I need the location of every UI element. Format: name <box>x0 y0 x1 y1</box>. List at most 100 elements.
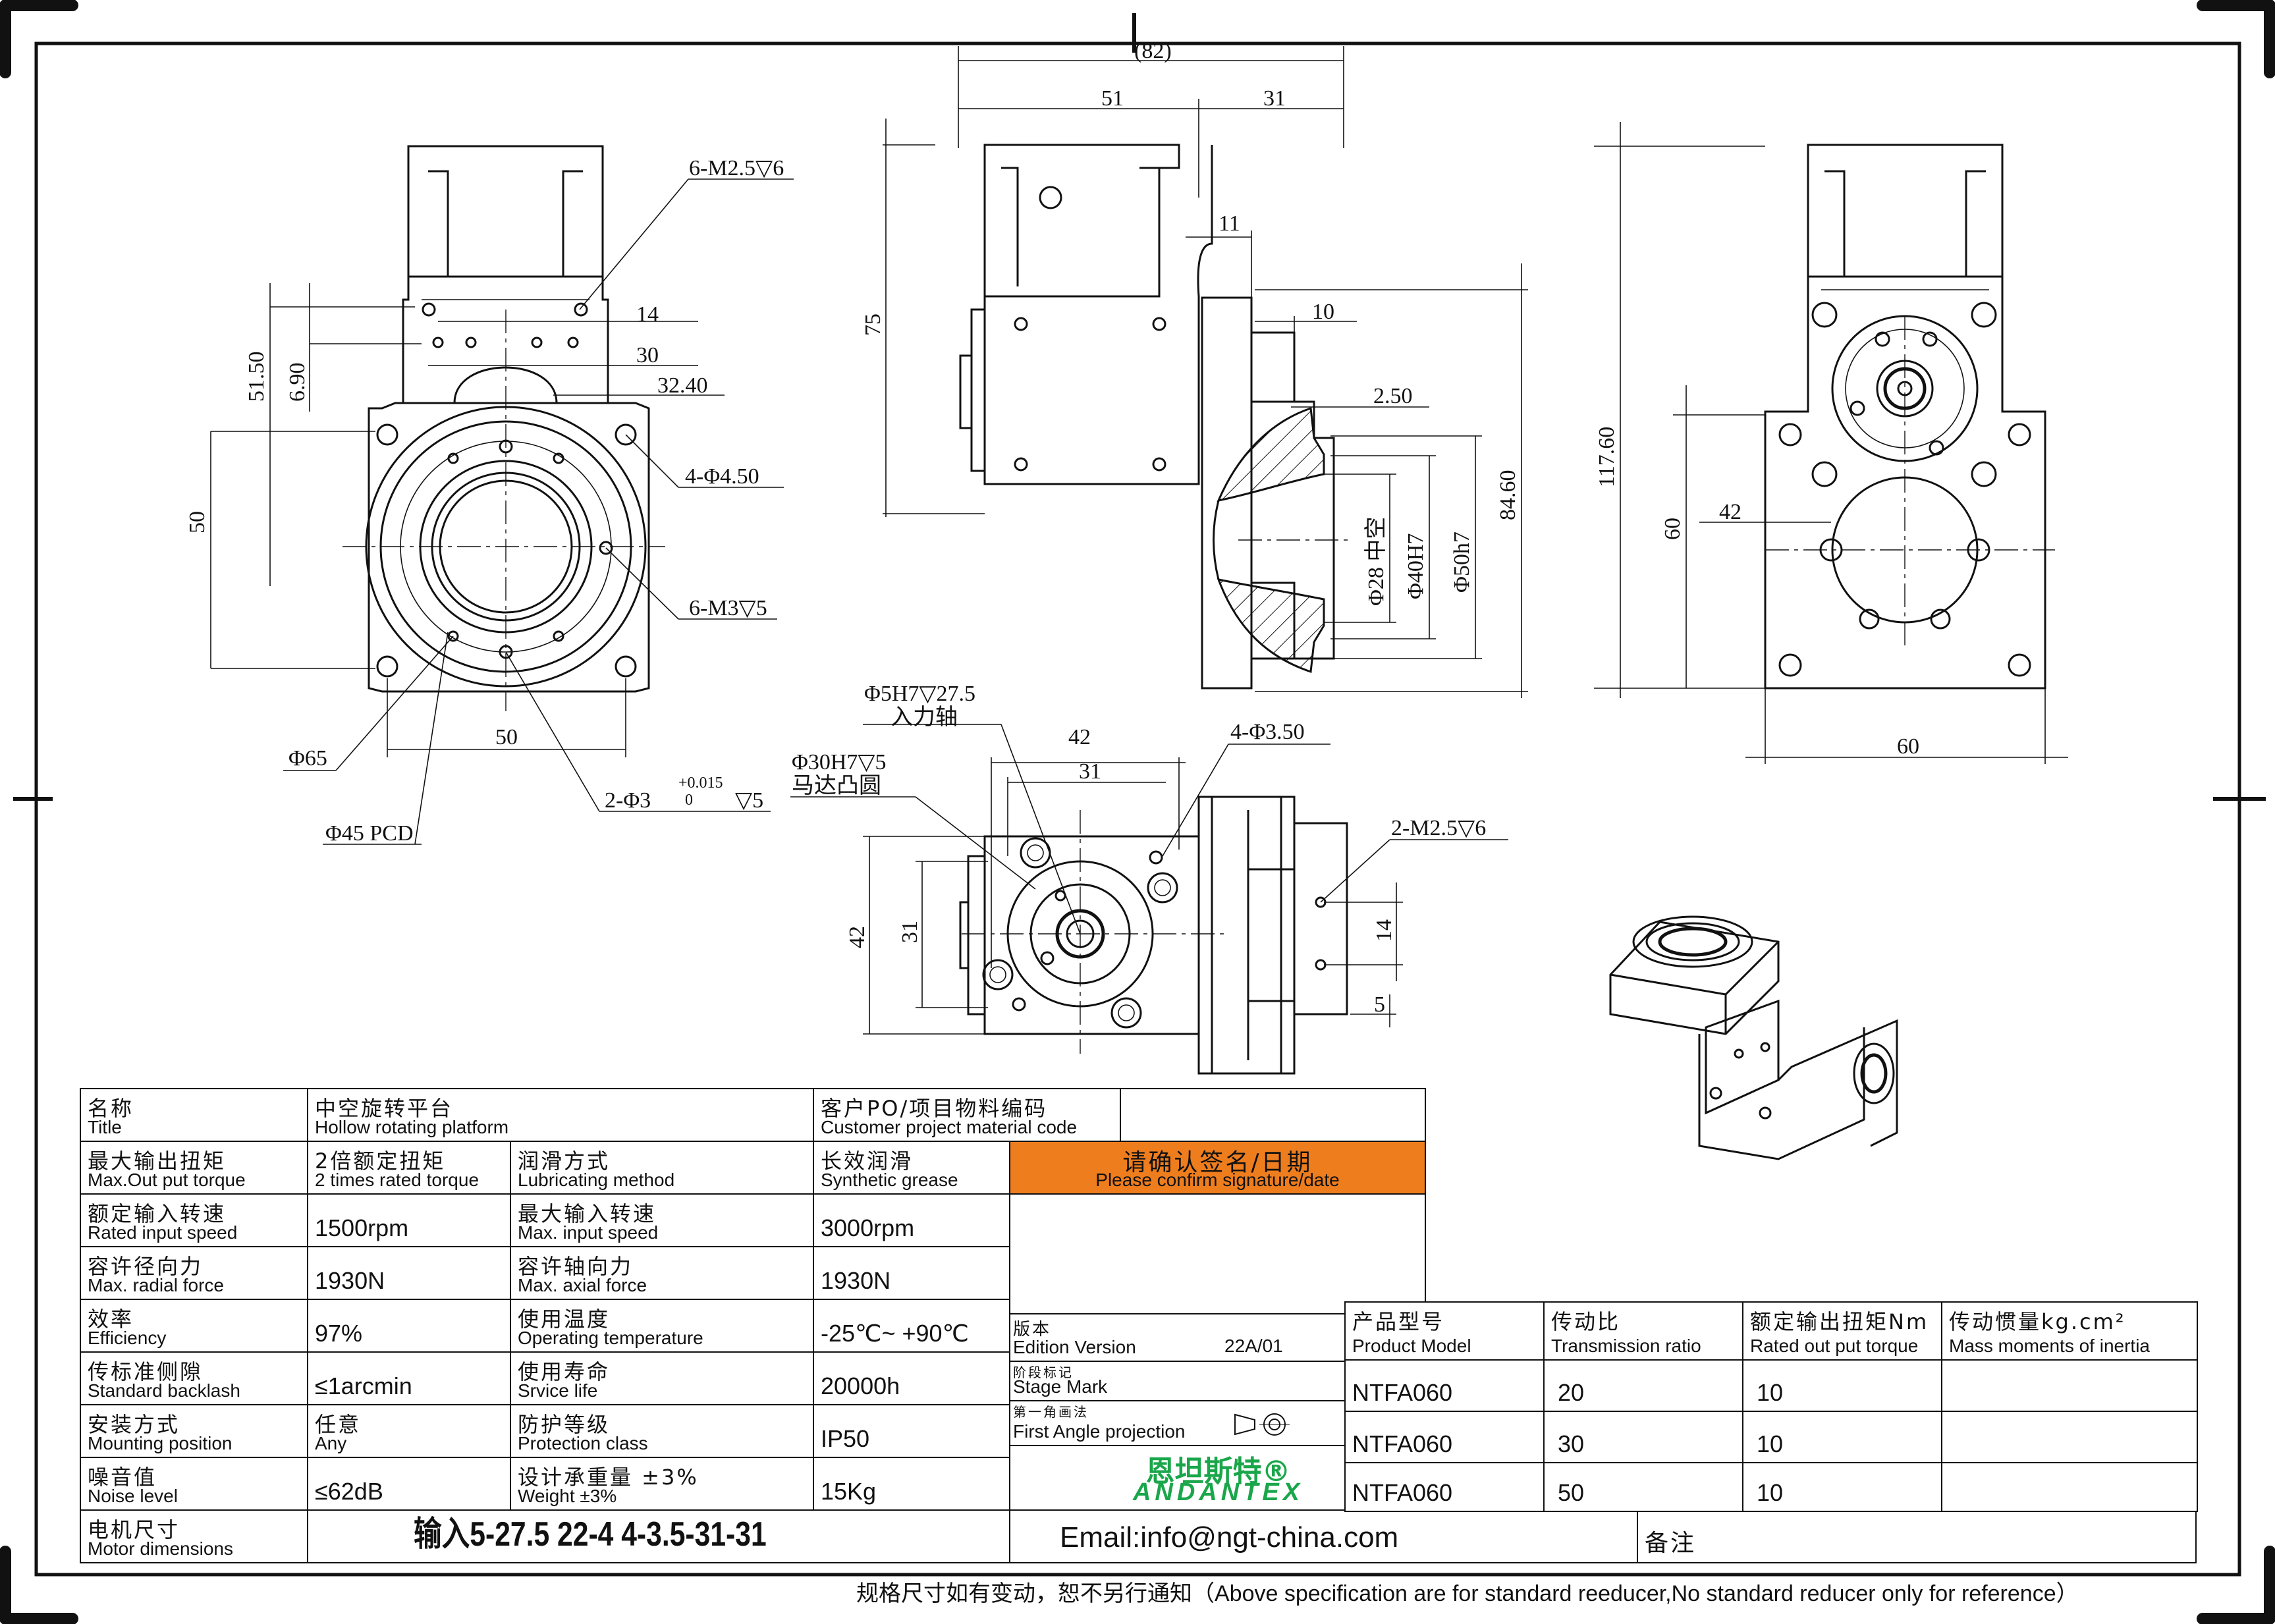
dim-14: 14 <box>636 302 659 327</box>
dim-31: 31 <box>1263 86 1286 111</box>
callout-shaft: Φ5H7▽27.5 <box>864 682 975 706</box>
dim-42-left: 42 <box>845 926 869 948</box>
header-en: Transmission ratio <box>1551 1336 1701 1356</box>
dim-28: Φ28 中空 <box>1363 517 1388 606</box>
header-cn: 传动惯量kg.cm² <box>1949 1309 2126 1334</box>
lubrication-en: Lubricating method <box>518 1170 675 1190</box>
life-cn: 使用寿命 <box>518 1359 611 1384</box>
max-torque-value-cn: 2倍额定扭矩 <box>315 1149 446 1174</box>
weight-cn: 设计承重量 ±3% <box>518 1465 699 1490</box>
mounting-value-cell: 任意 Any <box>307 1404 511 1458</box>
customer-label-cn: 客户PO/项目物料编码 <box>821 1096 1048 1121</box>
header-cn: 额定输出扭矩Nm <box>1750 1309 1929 1334</box>
callout-boss-cn: 马达凸圆 <box>792 774 881 798</box>
protection-en: Protection class <box>518 1433 648 1453</box>
backlash-en: Standard backlash <box>88 1380 240 1401</box>
notes-cell: 备注 <box>1637 1509 2197 1563</box>
weight-en: Weight ±3% <box>518 1486 617 1506</box>
mounting-value-en: Any <box>315 1433 347 1453</box>
stage-cn: 阶段标记 <box>1013 1365 1074 1380</box>
callout-boss: Φ30H7▽5 <box>792 750 887 774</box>
product-table-cell: 10 <box>1742 1359 1942 1412</box>
motor-label-cell: 电机尺寸 Motor dimensions <box>80 1509 308 1563</box>
cell-value: NTFA060 <box>1352 1430 1453 1457</box>
temperature-value: -25℃~ +90℃ <box>821 1320 969 1347</box>
dim-31-top: 31 <box>1079 759 1101 784</box>
lubrication-cn: 润滑方式 <box>518 1149 611 1174</box>
noise-value-cell: ≤62dB <box>307 1457 511 1511</box>
dim-32-40: 32.40 <box>657 373 708 398</box>
product-table-cell: NTFA060 <box>1344 1462 1545 1512</box>
front-view: 51.50 6.90 50 14 30 32.40 50 6-M2.5▽6 4-… <box>185 145 794 846</box>
rated-speed-value-cell: 1500rpm <box>307 1193 511 1247</box>
dim-2-50: 2.50 <box>1373 384 1413 408</box>
weight-value: 15Kg <box>821 1478 877 1505</box>
header-en: Mass moments of inertia <box>1949 1336 2150 1356</box>
product-table-cell: 10 <box>1742 1462 1942 1512</box>
confirm-en: Please confirm signature/date <box>1095 1170 1340 1190</box>
radial-value: 1930N <box>315 1267 385 1294</box>
axial-cn: 容许轴向力 <box>518 1254 634 1279</box>
callout-4-holes: 4-Φ3.50 <box>1230 720 1305 744</box>
projection-en: First Angle projection <box>1013 1421 1186 1442</box>
title-value-cn: 中空旋转平台 <box>315 1096 454 1121</box>
temperature-label-cell: 使用温度 Operating temperature <box>510 1299 814 1353</box>
rated-speed-cn: 额定输入转速 <box>88 1201 227 1226</box>
customer-value-cell[interactable] <box>1120 1088 1426 1142</box>
header-en: Rated out put torque <box>1750 1336 1919 1356</box>
max-torque-value-cell: 2倍额定扭矩 2 times rated torque <box>307 1141 511 1195</box>
noise-value: ≤62dB <box>315 1478 383 1505</box>
dim-14-right: 14 <box>1372 919 1396 942</box>
noise-cn: 噪音值 <box>88 1465 157 1490</box>
header-cn: 传动比 <box>1551 1309 1621 1334</box>
noise-en: Noise level <box>88 1486 178 1506</box>
backlash-cn: 传标准侧隙 <box>88 1359 204 1384</box>
life-label-cell: 使用寿命 Srvice life <box>510 1351 814 1405</box>
product-table-cell: NTFA060 <box>1344 1411 1545 1463</box>
cell-value: 10 <box>1757 1479 1784 1506</box>
cell-value: 30 <box>1558 1430 1585 1457</box>
title-label-cell: 名称 Title <box>80 1088 308 1142</box>
first-angle-projection-icon <box>1234 1413 1290 1436</box>
max-speed-cn: 最大输入转速 <box>518 1201 657 1226</box>
max-speed-label-cell: 最大输入转速 Max. input speed <box>510 1193 814 1247</box>
max-torque-cn: 最大输出扭矩 <box>88 1149 227 1174</box>
isometric-view <box>1609 915 1898 1160</box>
projection-cn: 第一角画法 <box>1013 1404 1089 1420</box>
radial-value-cell: 1930N <box>307 1246 511 1300</box>
dim-50h7: Φ50h7 <box>1450 531 1474 593</box>
motor-value-cell: 输入5-27.5 22-4 4-3.5-31-31 <box>307 1509 1010 1563</box>
efficiency-cn: 效率 <box>88 1307 134 1332</box>
temperature-en: Operating temperature <box>518 1328 703 1348</box>
axial-label-cell: 容许轴向力 Max. axial force <box>510 1246 814 1300</box>
edition-value: 22A/01 <box>1224 1336 1283 1356</box>
input-view: 42 31 42 31 14 5 Φ5H7▽27.5 入力轴 Φ30H7▽5 马… <box>790 682 1508 1075</box>
email-text[interactable]: Email:info@ngt-china.com <box>1060 1521 1399 1554</box>
customer-label-en: Customer project material code <box>821 1117 1078 1137</box>
life-value-cell: 20000h <box>813 1351 1010 1405</box>
cell-value: 10 <box>1757 1379 1784 1406</box>
protection-value-cell: IP50 <box>813 1404 1010 1458</box>
dim-82: (82) <box>1134 39 1172 63</box>
stage-en: Stage Mark <box>1013 1376 1108 1397</box>
mounting-en: Mounting position <box>88 1433 233 1453</box>
backlash-label-cell: 传标准侧隙 Standard backlash <box>80 1351 308 1405</box>
logo-cn: 恩坦斯特® <box>1145 1455 1291 1488</box>
callout-pin-depth: ▽5 <box>735 788 763 813</box>
dim-6-90: 6.90 <box>285 363 310 402</box>
temperature-value-cell: -25℃~ +90℃ <box>813 1299 1010 1353</box>
confirm-signature-cell: 请确认签名/日期 Please confirm signature/date <box>1009 1141 1426 1195</box>
cell-value: 20 <box>1558 1379 1585 1406</box>
edition-cn: 版本 <box>1013 1320 1052 1340</box>
rated-speed-en: Rated input speed <box>88 1222 238 1243</box>
motor-cn: 电机尺寸 <box>88 1517 180 1542</box>
weight-label-cell: 设计承重量 ±3% Weight ±3% <box>510 1457 814 1511</box>
notes-label: 备注 <box>1645 1530 1697 1557</box>
dim-50-left: 50 <box>185 511 209 533</box>
callout-6-m3: 6-M3▽5 <box>689 596 767 620</box>
title-label-cn: 名称 <box>88 1096 134 1121</box>
backlash-value-cell: ≤1arcmin <box>307 1351 511 1405</box>
product-table-cell <box>1941 1411 2198 1463</box>
